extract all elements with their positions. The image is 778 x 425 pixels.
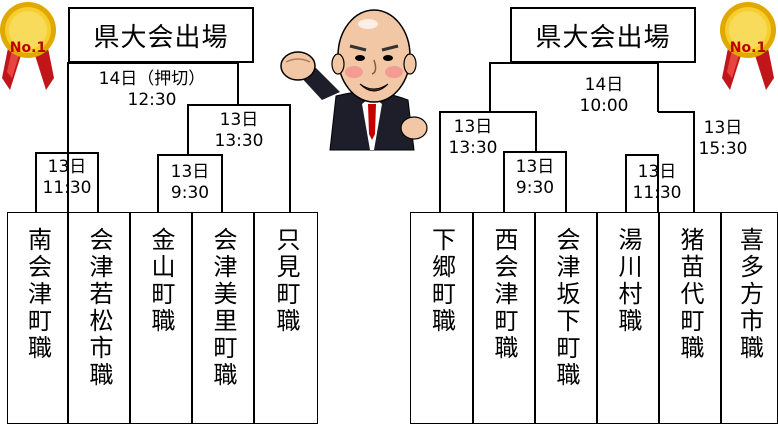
team-card-r2: 会津坂下町職 [535,212,597,424]
mascot-illustration [280,9,428,151]
team-card-l0: 南会津町職 [7,212,68,424]
right-semi-left-label: 13日 13:30 [448,117,498,158]
gold-medal-icon: No.1 [720,2,776,90]
team-name: 喜多方市職 [735,227,764,362]
team-name: 湯川村職 [614,227,642,335]
right-semi-right-label: 13日 15:30 [698,118,748,159]
team-card-r3: 湯川村職 [597,212,659,424]
left-match-b-label: 13日 9:30 [170,162,210,203]
right-semi-left-line [439,111,537,212]
right-title: 県大会出場 [510,7,696,63]
team-card-r5: 喜多方市職 [721,212,778,424]
right-match-b-line [625,154,659,212]
team-card-r1: 西会津町職 [473,212,535,424]
medal-text: No.1 [10,40,46,56]
left-final-line [67,62,239,212]
team-name: 下郷町職 [427,227,456,335]
left-match-a-line [35,152,99,212]
right-semi-right-line [658,111,695,212]
left-match-a-label: 13日 11:30 [42,157,92,198]
team-name: 只見町職 [272,227,300,335]
team-card-l2: 金山町職 [130,212,192,424]
gold-medal-icon: No.1 [0,2,56,90]
right-match-a-label: 13日 9:30 [515,157,555,198]
team-name: 会津美里町職 [209,227,237,389]
right-match-b-label: 13日 11:30 [632,162,682,203]
team-card-l1: 会津若松市職 [68,212,130,424]
team-card-l4: 只見町職 [254,212,318,424]
left-semi-label: 13日 13:30 [214,110,264,151]
team-name: 西会津町職 [490,227,518,362]
team-name: 猪苗代町職 [676,227,704,362]
team-card-r0: 下郷町職 [410,212,473,424]
team-card-r4: 猪苗代町職 [659,212,721,424]
right-final-label: 14日 10:00 [579,75,629,116]
left-title: 県大会出場 [68,7,254,63]
right-match-a-line [503,151,567,212]
team-name: 南会津町職 [23,227,52,362]
team-card-l3: 会津美里町職 [192,212,254,424]
medal-text: No.1 [730,40,766,56]
team-name: 金山町職 [147,227,175,335]
team-name: 会津若松市職 [85,227,113,389]
right-final-line [489,62,659,112]
team-name: 会津坂下町職 [552,227,580,389]
left-final-label: 14日（押切） 12:30 [98,69,206,110]
left-semi-line [187,104,291,212]
left-match-b-line [157,154,223,212]
